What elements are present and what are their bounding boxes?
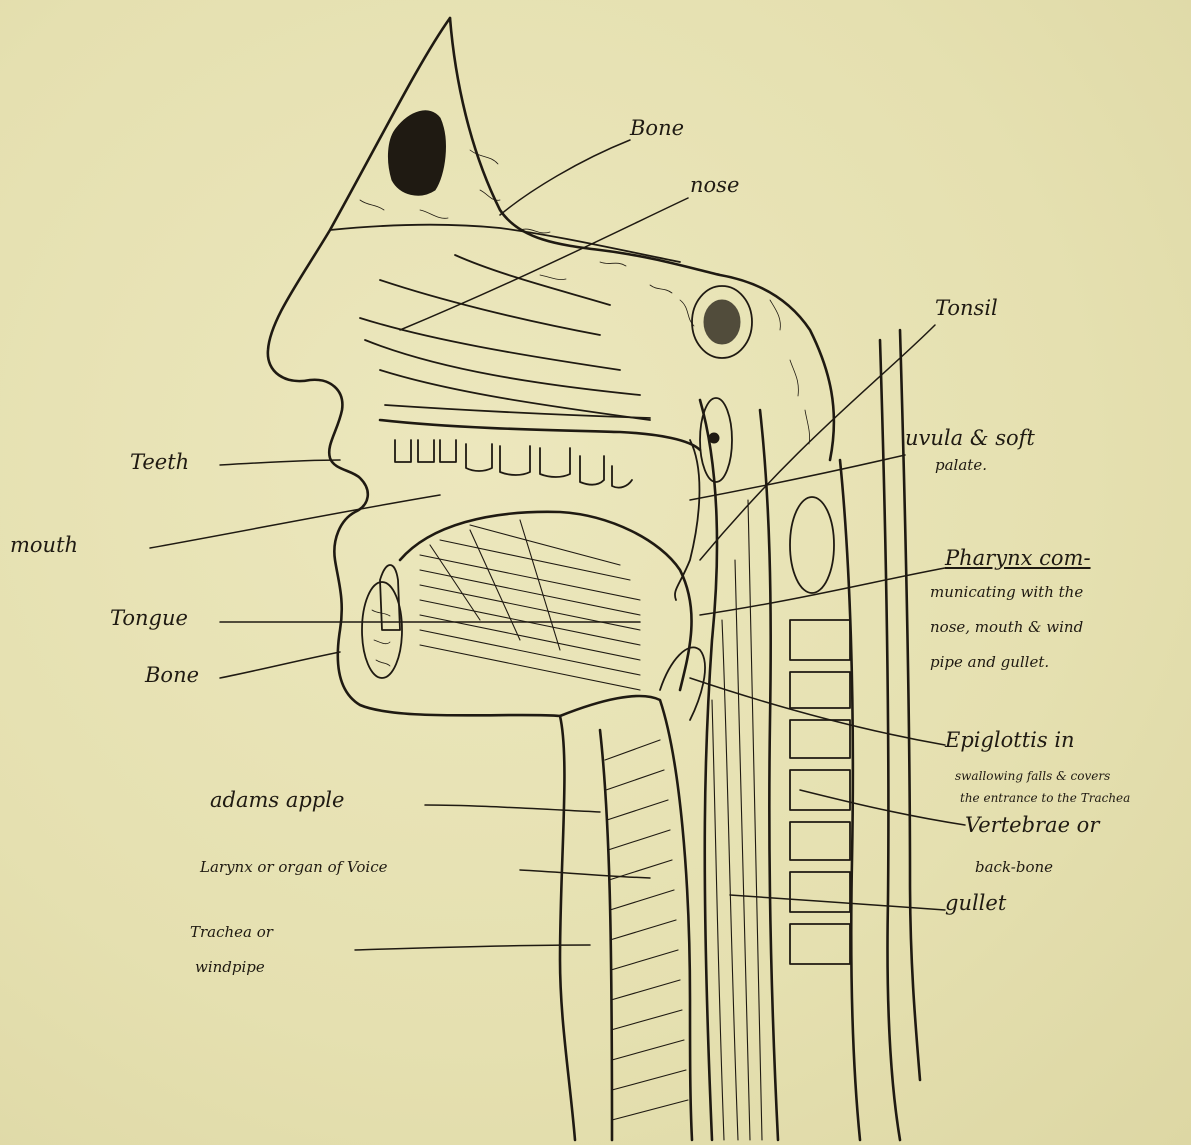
label-teeth: Teeth	[130, 452, 189, 473]
label-epiglottis-3: the entrance to the Trachea	[960, 792, 1130, 804]
hard-palate	[380, 420, 700, 450]
label-epiglottis-2: swallowing falls & covers	[955, 770, 1110, 782]
label-vertebrae-1: Vertebrae or	[965, 815, 1099, 836]
label-pharynx-2: municating with the	[930, 585, 1083, 600]
label-tongue: Tongue	[110, 608, 188, 629]
label-trachea-2: windpipe	[195, 960, 265, 975]
label-uvula-2: palate.	[935, 458, 987, 473]
tongue-fibres	[420, 520, 640, 690]
trachea-hatching	[605, 740, 688, 1120]
label-pharynx-1: Pharynx com-	[945, 548, 1091, 569]
leader-lines	[150, 140, 965, 950]
nasal-turbinates	[360, 255, 650, 420]
nasal-cavity-upper	[330, 225, 680, 262]
pharynx-front-wall	[700, 400, 717, 1140]
label-epiglottis-1: Epiglottis in	[945, 730, 1075, 751]
label-bone-jaw: Bone	[145, 665, 199, 686]
label-mouth: mouth	[10, 535, 78, 556]
label-adams-apple: adams apple	[210, 790, 344, 811]
label-bone-nasal: Bone	[630, 118, 684, 139]
label-trachea-1: Trachea or	[190, 925, 273, 940]
pharynx-back-wall	[760, 410, 778, 1140]
gullet-muscle-lines	[712, 500, 762, 1140]
soft-palate	[675, 440, 700, 600]
trachea-front	[600, 730, 612, 1140]
label-larynx: Larynx or organ of Voice	[200, 860, 388, 875]
label-uvula-1: uvula & soft	[905, 428, 1035, 449]
label-vertebrae-2: back-bone	[975, 860, 1053, 875]
nasal-bone-outline	[450, 18, 834, 460]
label-nose: nose	[690, 175, 739, 196]
frontal-sinus	[388, 111, 445, 195]
label-tonsil: Tonsil	[935, 298, 998, 319]
atlas-vertebra	[790, 497, 834, 593]
label-gullet: gullet	[945, 893, 1006, 914]
upper-teeth	[395, 440, 632, 488]
vertebrae-stack	[790, 620, 850, 964]
tongue-outline	[400, 512, 692, 690]
label-pharynx-4: pipe and gullet.	[930, 655, 1049, 670]
label-pharynx-3: nose, mouth & wind	[930, 620, 1083, 635]
